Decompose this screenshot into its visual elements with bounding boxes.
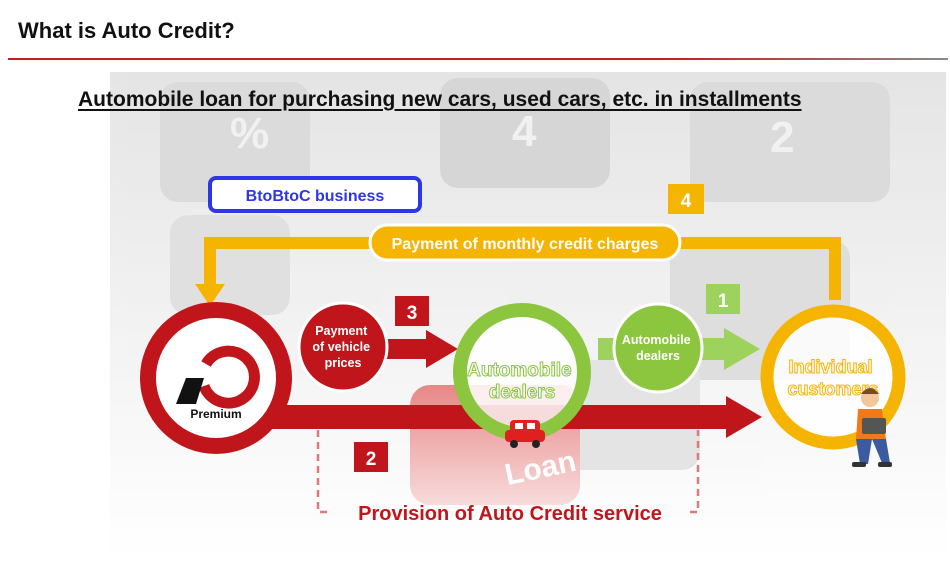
btob-toc-label-box: BtoBtoC business xyxy=(208,176,422,213)
step-2-badge: 2 xyxy=(354,442,388,472)
dealers-main-label-line1: Automobile xyxy=(467,360,572,381)
premium-logo-icon xyxy=(176,345,260,409)
monthly-payment-label-box: Payment of monthly credit charges xyxy=(368,223,682,262)
monthly-payment-label: Payment of monthly credit charges xyxy=(392,236,659,253)
dealers-small-label-line2: dealers xyxy=(636,349,680,363)
slide-subtitle: Automobile loan for purchasing new cars,… xyxy=(78,88,802,111)
vehicle-payment-label-line1: Payment xyxy=(315,324,368,338)
vehicle-payment-label-line2: of vehicle xyxy=(312,340,370,354)
btob-toc-label: BtoBtoC business xyxy=(246,188,385,205)
car-icon xyxy=(505,420,545,448)
bg-key-percent: % xyxy=(230,109,269,158)
svg-text:4: 4 xyxy=(681,191,692,212)
dealers-small-circle: Automobile dealers xyxy=(612,302,704,394)
step-3-badge: 3 xyxy=(395,296,429,326)
bg-key-four: 4 xyxy=(512,107,537,156)
provision-bracket xyxy=(316,430,700,514)
svg-text:Automobile dealers: Automobile dealers xyxy=(622,333,694,363)
vehicle-payment-arrow xyxy=(385,330,458,368)
dealers-main-label-line2: dealers xyxy=(489,382,556,403)
svg-text:1: 1 xyxy=(718,291,729,312)
svg-text:3: 3 xyxy=(407,303,418,324)
step-1-badge: 1 xyxy=(706,284,740,314)
svg-text:Payment of vehicle: Payment of vehicle prices xyxy=(312,324,373,370)
svg-text:2: 2 xyxy=(366,449,377,470)
page-title: What is Auto Credit? xyxy=(18,18,235,43)
svg-text:Automobile dealers: Automobile dealers xyxy=(467,360,577,403)
bg-key-two: 2 xyxy=(770,113,794,162)
premium-company-circle: Premium xyxy=(140,302,292,454)
dealers-small-label-line1: Automobile xyxy=(622,333,691,347)
person-laptop-icon xyxy=(852,388,892,467)
customers-label-line1: Individual xyxy=(788,357,872,377)
vehicle-payment-label-line3: prices xyxy=(325,356,362,370)
svg-text:Individual customers: Individual customers xyxy=(787,357,878,399)
provision-label: Provision of Auto Credit service xyxy=(358,503,662,525)
title-divider xyxy=(8,58,948,60)
vehicle-payment-circle: Payment of vehicle prices xyxy=(297,301,389,393)
step-4-badge: 4 xyxy=(668,184,704,214)
customers-label-line2: customers xyxy=(787,379,878,399)
premium-label: Premium xyxy=(190,407,241,421)
dealers-main-circle: Automobile dealers xyxy=(453,303,591,441)
